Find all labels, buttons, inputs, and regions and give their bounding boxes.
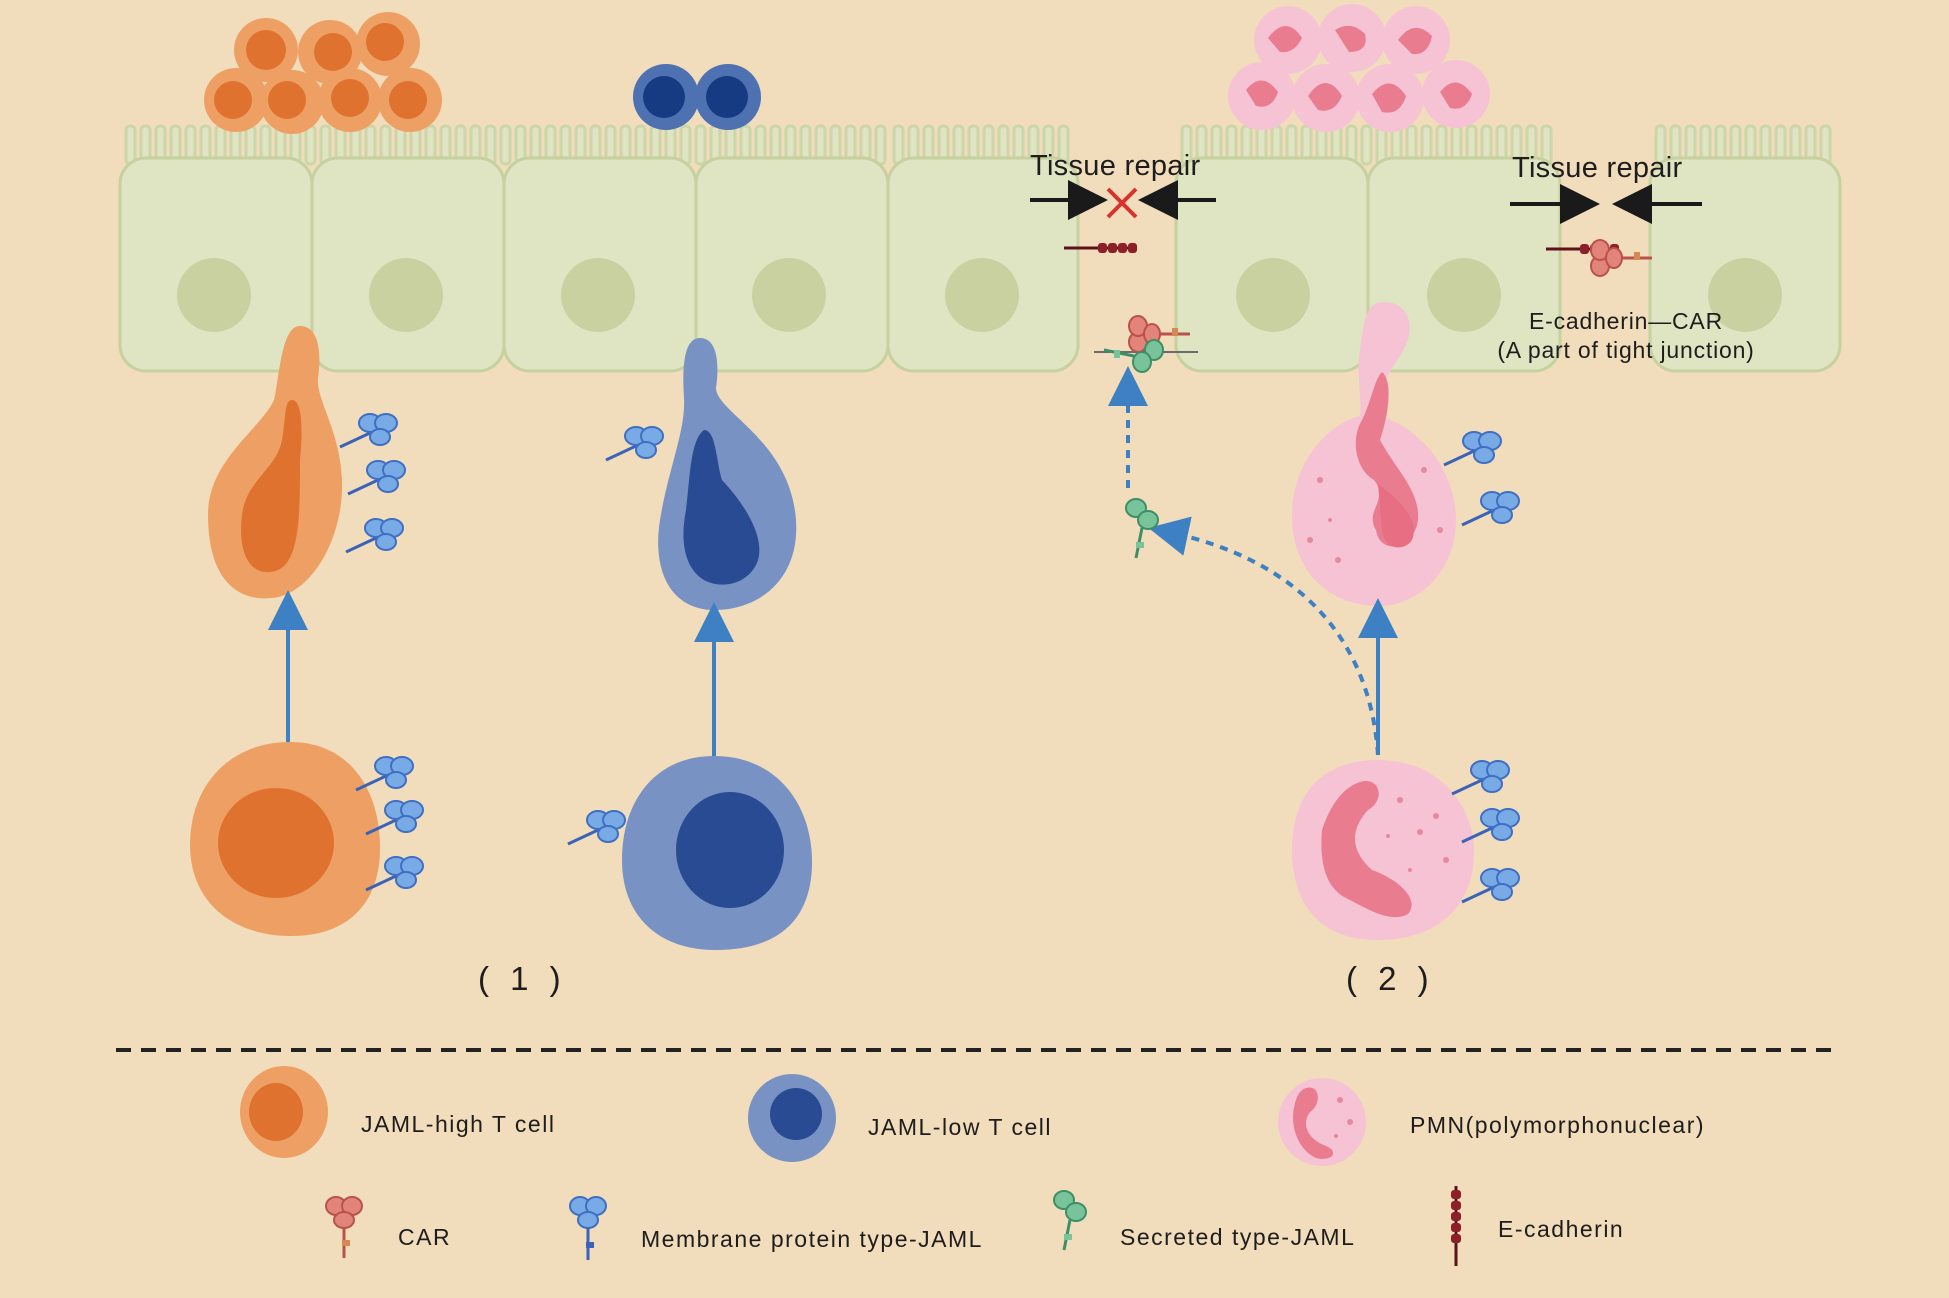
legend-jaml-low-icon	[748, 1074, 836, 1162]
secreted-jaml	[1124, 497, 1160, 560]
legend-jaml-low-label: JAML-low T cell	[868, 1114, 1052, 1140]
jaml-high-migrating-cell	[208, 326, 407, 599]
microvillus	[694, 124, 707, 166]
pmn-cluster	[1228, 4, 1490, 132]
pmn-cell	[1292, 759, 1521, 940]
nucleus	[369, 258, 443, 332]
microvillus	[304, 124, 317, 166]
jaml-high-t-cell	[190, 742, 425, 936]
tissue-repair-label-left: Tissue repair	[1030, 150, 1201, 182]
microvillus	[1360, 124, 1373, 166]
block-x-mark	[1106, 187, 1138, 219]
jaml-low-t-cell	[566, 756, 812, 950]
nucleus	[1427, 258, 1501, 332]
tissue-repair-active	[1510, 184, 1702, 278]
nucleus	[945, 258, 1019, 332]
tissue-repair-label-right: Tissue repair	[1512, 152, 1683, 184]
jaml-low-migrating-cell	[604, 338, 797, 610]
microvillus	[679, 124, 692, 166]
legend-e-cadherin-label: E-cadherin	[1498, 1216, 1625, 1242]
nucleus	[561, 258, 635, 332]
legend-jaml-high-label: JAML-high T cell	[361, 1111, 556, 1137]
legend-membrane-jaml-label: Membrane protein type-JAML	[641, 1226, 983, 1252]
pmn-migrating-cell	[1292, 302, 1521, 606]
nucleus	[177, 258, 251, 332]
nucleus	[1236, 258, 1310, 332]
car-junction-marker	[1589, 238, 1654, 278]
legend-jaml-high-icon	[240, 1066, 328, 1158]
jaml-low-cell-cluster	[633, 64, 761, 130]
legend-pmn-icon	[1278, 1078, 1366, 1166]
nucleus	[1708, 258, 1782, 332]
legend-secreted-jaml-icon	[1052, 1189, 1088, 1252]
panel-label-1: ( 1 )	[478, 960, 567, 997]
legend-car-label: CAR	[398, 1224, 452, 1250]
legend-membrane-jaml-icon	[569, 1196, 607, 1260]
car-secreted-jaml-complex	[1094, 314, 1198, 374]
epithelium-layer	[118, 124, 1842, 373]
tissue-repair-blocked	[1030, 180, 1216, 255]
legend-pmn-label: PMN(polymorphonuclear)	[1410, 1112, 1706, 1138]
legend-car-icon	[324, 1195, 364, 1260]
jaml-high-cell-cluster	[204, 12, 442, 134]
microvillus	[874, 124, 887, 166]
junction-label-line2: (A part of tight junction)	[1497, 337, 1755, 363]
panel-label-2: ( 2 )	[1346, 960, 1435, 997]
nucleus	[752, 258, 826, 332]
junction-label-line1: E-cadherin—CAR	[1529, 308, 1723, 334]
microvillus	[892, 124, 905, 166]
legend-secreted-jaml-label: Secreted type-JAML	[1120, 1224, 1356, 1250]
microvillus	[124, 124, 137, 166]
legend-e-cadherin-icon	[1451, 1186, 1461, 1266]
microvillus	[499, 124, 512, 166]
